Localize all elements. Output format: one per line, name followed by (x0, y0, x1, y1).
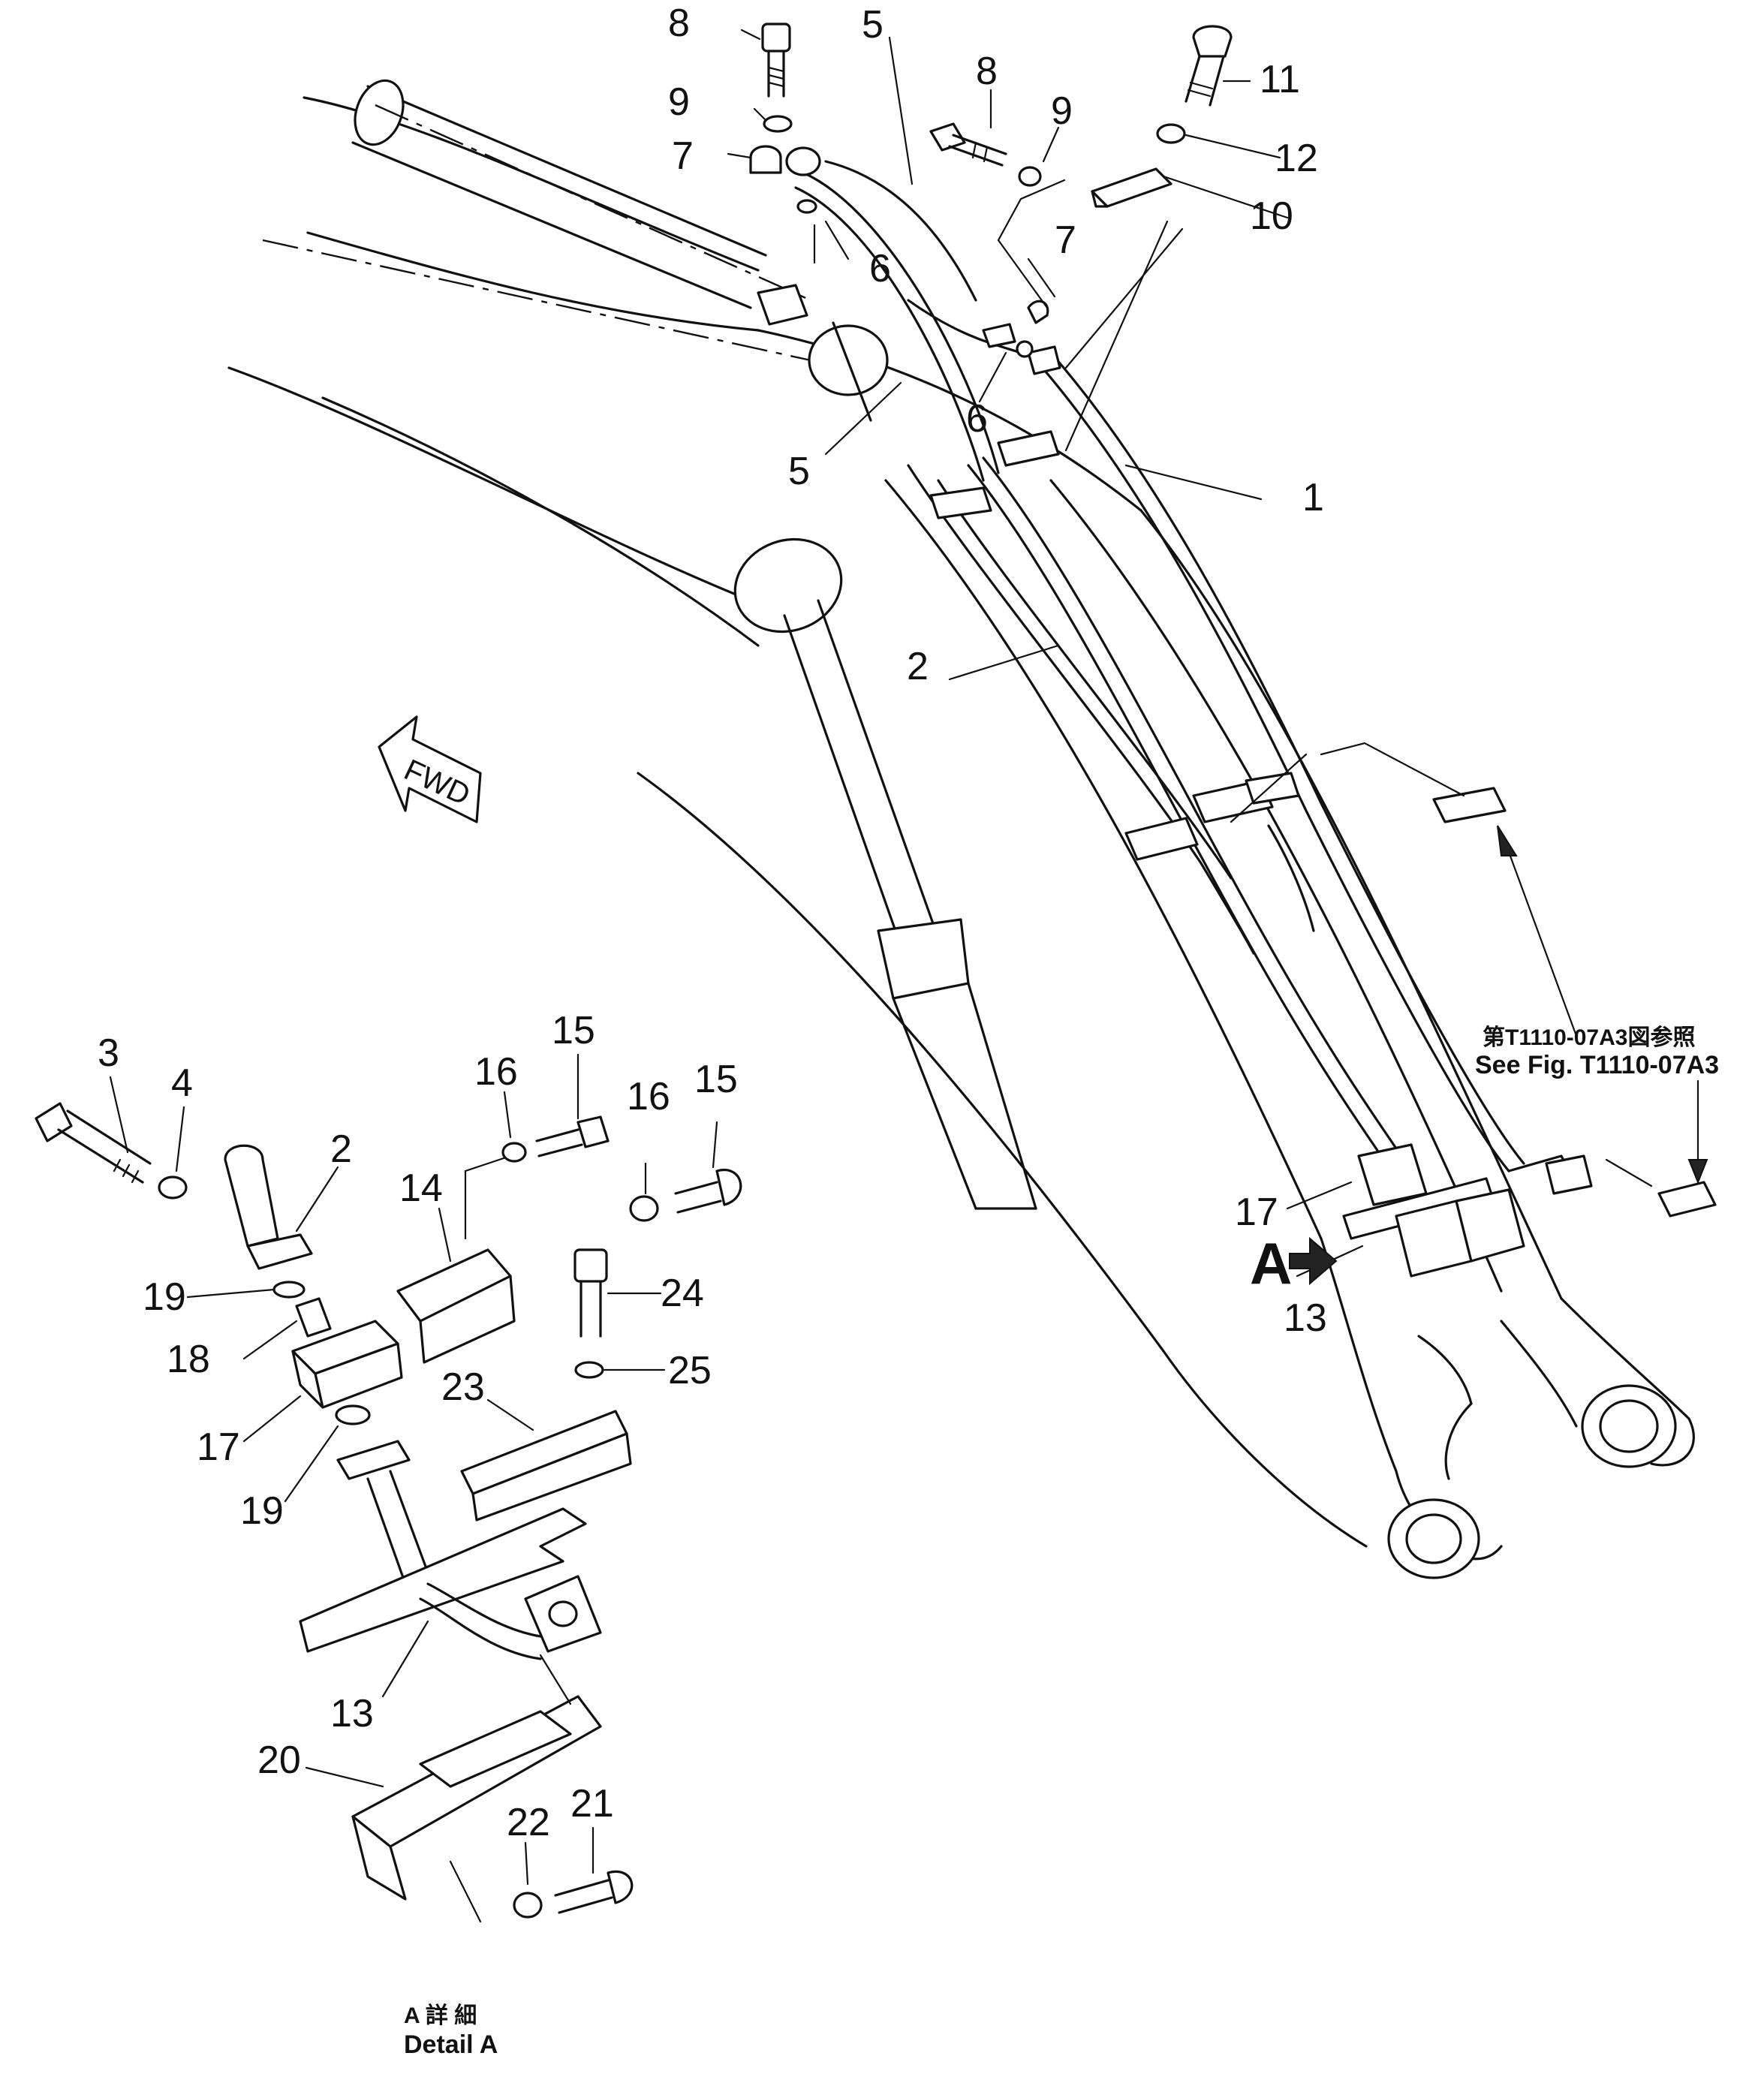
detail-caption-japanese: A 詳 細 (404, 2003, 477, 2028)
reference-note-english: See Fig. T1110-07A3 (1475, 1051, 1719, 1079)
reference-clamp-bottom (1605, 1079, 1717, 1218)
detail-a-clamp-23 (460, 1410, 632, 1522)
detail-a-washer-22 (513, 1892, 543, 1919)
callout-6-lower: 6 (966, 397, 988, 441)
bolt-8-right (929, 122, 1007, 167)
detail-a-washer-4 (158, 1175, 188, 1200)
callout-25: 25 (668, 1349, 712, 1392)
oring-6-lower (1016, 340, 1034, 358)
oring-6-upper (796, 199, 817, 214)
callout-14: 14 (399, 1166, 443, 1210)
leader-lines-detail (109, 1053, 718, 1886)
boom-body (303, 96, 1695, 1561)
boom-cylinder-upper (227, 79, 811, 602)
callout-23: 23 (441, 1365, 485, 1409)
bolt-11 (1185, 25, 1233, 107)
callout-12: 12 (1275, 137, 1318, 180)
callout-8-top-left: 8 (668, 2, 690, 45)
boom-clamp-upper (929, 430, 1060, 519)
detail-a-washer-25 (574, 1361, 604, 1379)
callout-7-right: 7 (1055, 218, 1076, 262)
callout-3: 3 (98, 1031, 119, 1075)
reference-clamp-top (1320, 742, 1578, 1037)
callout-17-boom: 17 (1235, 1190, 1278, 1234)
washer-12 (1156, 123, 1186, 144)
detail-a-washer-16-lower (629, 1195, 659, 1222)
hydraulic-pipe-2 (967, 456, 1398, 1157)
leader-lines-top (727, 29, 1364, 1278)
reference-note-japanese: 第T1110-07A3図参照 (1483, 1025, 1695, 1050)
washer-9-right (1018, 166, 1042, 187)
detail-a-bolt-3 (35, 1102, 152, 1184)
detail-caption-english: Detail A (404, 2030, 498, 2059)
callout-15-upper: 15 (552, 1009, 595, 1052)
detail-a-pipe-2 (224, 1144, 313, 1270)
boom-clamp-lower (1342, 1143, 1593, 1278)
detail-a-oring-19-lower (335, 1404, 371, 1425)
hydraulic-line-lower (907, 464, 1315, 955)
callout-20: 20 (257, 1738, 301, 1782)
callout-5-top: 5 (862, 3, 884, 47)
callout-1: 1 (1302, 476, 1324, 519)
callout-17-detail: 17 (197, 1425, 240, 1469)
detail-a-bolt-21 (554, 1870, 634, 1914)
callout-7-left: 7 (672, 134, 694, 178)
callout-labels: 8 5 8 9 11 9 12 7 7 10 6 6 5 1 2 3 4 2 1… (98, 2, 1327, 1844)
callout-22: 22 (507, 1801, 550, 1844)
callout-4: 4 (171, 1061, 193, 1105)
callout-21: 21 (570, 1782, 614, 1826)
boom-pin-boss-rear (1581, 1384, 1677, 1468)
detail-a-oring-19-upper (272, 1281, 306, 1299)
callout-6-upper: 6 (869, 247, 891, 290)
callout-24: 24 (661, 1272, 704, 1315)
callout-2-detail: 2 (330, 1127, 352, 1171)
fwd-arrow-icon: FWD (378, 715, 482, 823)
callout-13-boom: 13 (1284, 1296, 1327, 1340)
detail-a-bolt-15-lower (674, 1168, 742, 1214)
callout-11: 11 (1260, 58, 1300, 101)
callout-18: 18 (167, 1338, 210, 1381)
split-flange-7-left (749, 145, 782, 174)
washer-9-left (763, 115, 793, 133)
hydraulic-hose-5 (794, 160, 1022, 482)
callout-16-lower: 16 (627, 1075, 670, 1118)
detail-a-block-17 (291, 1320, 403, 1409)
reference-note: 第T1110-07A3図参照 See Fig. T1110-07A3 (1475, 1025, 1719, 1079)
detail-a-plate-14 (396, 1154, 516, 1364)
detail-a-bolt-24 (573, 1248, 608, 1338)
detail-a-washer-16-upper (501, 1142, 527, 1163)
flange-fitting-upper (757, 146, 1061, 375)
detail-caption: A 詳 細 Detail A (404, 2003, 498, 2059)
view-a-marker: A (1250, 1230, 1338, 1296)
view-a-letter: A (1250, 1230, 1292, 1296)
detail-a-fitting-18 (295, 1297, 332, 1338)
boom-pin-boss-front (1387, 1498, 1480, 1579)
bolt-8-left (761, 23, 791, 98)
callout-19-upper: 19 (143, 1275, 186, 1319)
boom-clamp-middle (1124, 772, 1300, 861)
clamp-10 (1091, 167, 1172, 208)
callout-8-top-right: 8 (976, 50, 998, 93)
detail-a-bolt-15-upper (535, 1115, 610, 1157)
callout-9-left: 9 (668, 80, 690, 124)
callout-16-upper: 16 (474, 1050, 518, 1094)
callout-13-detail: 13 (330, 1692, 374, 1735)
callout-15-lower: 15 (694, 1058, 738, 1101)
callout-9-right: 9 (1051, 89, 1073, 133)
callout-10: 10 (1250, 194, 1293, 238)
callout-2-boom: 2 (907, 645, 929, 688)
arm-cylinder (733, 321, 1037, 1210)
detail-a-pipe-13 (299, 1440, 602, 1660)
callout-5-middle: 5 (788, 450, 810, 493)
detail-a-bracket-20 (351, 1654, 602, 1923)
callout-19-lower: 19 (240, 1489, 284, 1533)
